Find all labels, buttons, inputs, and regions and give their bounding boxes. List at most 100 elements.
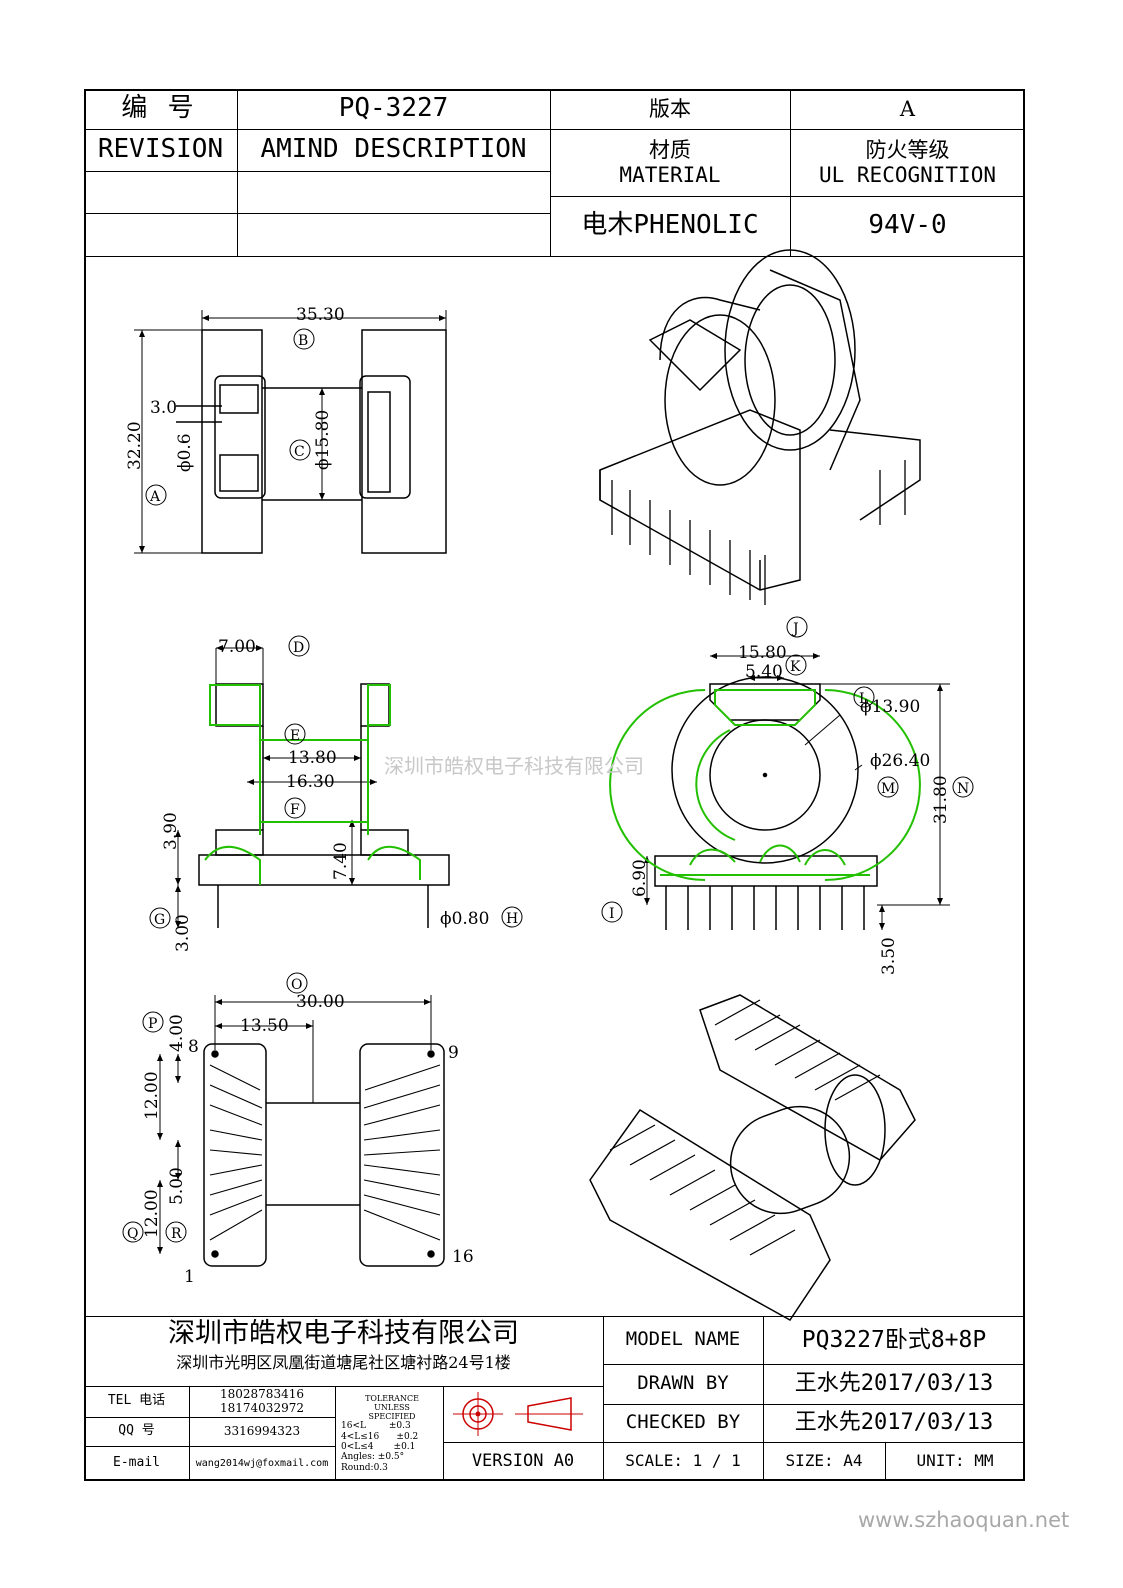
- revision-label: REVISION: [97, 134, 224, 165]
- label-j: J: [791, 621, 799, 637]
- company-name: 深圳市皓权电子科技有限公司: [168, 1318, 519, 1350]
- iso-view-lower: [589, 994, 916, 1321]
- checked-value: 王水先2017/03/13: [794, 1410, 994, 1436]
- label-a: A: [149, 489, 161, 505]
- drawing-frame: [84, 89, 1025, 1481]
- dim-26-40: ϕ26.40: [870, 751, 930, 771]
- label-g: G: [154, 912, 165, 928]
- dim-12-00-bottom: 12.00: [142, 1189, 162, 1238]
- tel-values: 18028783416 18174032972: [189, 1386, 335, 1417]
- front-view-green-overlay: [609, 689, 921, 881]
- dim-3-0: 3.0: [150, 398, 177, 418]
- tolerance-5: Round:0.3: [341, 1462, 388, 1473]
- checked-label: CHECKED BY: [625, 1411, 741, 1434]
- tolerance-1: 16<L ±0.3: [341, 1421, 411, 1432]
- tolerance-4: Angles: ±0.5°: [341, 1452, 405, 1463]
- label-p: P: [148, 1016, 157, 1032]
- side-view-labels: 7.00 13.80 16.30 3.90 3.00 7.40 ϕ0.80 D …: [149, 635, 523, 952]
- tel-2: 18174032972: [220, 1400, 304, 1415]
- dim-pin-0-80: ϕ0.80: [440, 909, 489, 929]
- drawn-value: 王水先2017/03/13: [794, 1371, 994, 1397]
- label-r: R: [171, 1226, 182, 1242]
- dim-6-90: 6.90: [630, 859, 650, 897]
- fire-label: 防火等级 UL RECOGNITION: [790, 129, 1025, 196]
- side-view-green-overlay: [204, 684, 421, 885]
- url-watermark: www.szhaoquan.net: [858, 1508, 1070, 1532]
- email-label: E-mail: [113, 1455, 160, 1471]
- dim-35-30: 35.30: [296, 305, 345, 325]
- dim-3-90: 3.90: [161, 812, 181, 850]
- unit: UNIT: MM: [916, 1451, 994, 1471]
- fire-label-cn: 防火等级: [865, 138, 950, 163]
- size: SIZE: A4: [785, 1451, 863, 1471]
- amind-label: AMIND DESCRIPTION: [260, 134, 527, 165]
- dim-3-00: 3.00: [173, 914, 193, 952]
- dim-7-00: 7.00: [218, 637, 256, 657]
- tel-label: TEL 电话: [107, 1393, 166, 1409]
- label-e: E: [290, 728, 300, 744]
- label-n: N: [957, 781, 969, 797]
- material-value: 电木PHENOLIC: [581, 210, 759, 241]
- code-label: 编 号: [121, 93, 200, 124]
- dim-5-00: 5.00: [167, 1167, 187, 1205]
- label-b: B: [298, 333, 308, 349]
- email-value: wang2014wj@foxmail.com: [195, 1457, 329, 1469]
- dim-core-15-80: ϕ15.80: [313, 410, 333, 470]
- scale: SCALE: 1 / 1: [625, 1451, 741, 1471]
- center-watermark: 深圳市皓权电子科技有限公司: [384, 754, 644, 778]
- dim-pin-0-6: ϕ0.6: [175, 433, 195, 472]
- version-value: A: [899, 96, 916, 121]
- pin-1: 1: [184, 1267, 195, 1287]
- top-view: [134, 310, 447, 554]
- code-value: PQ-3227: [338, 93, 449, 124]
- projection-symbol: [453, 1392, 583, 1436]
- version-a0: VERSION A0: [471, 1450, 575, 1471]
- tolerance-2: 4<L≤16 ±0.2: [341, 1431, 419, 1442]
- dim-13-80: 13.80: [288, 748, 337, 768]
- bottom-view-labels: 30.00 13.50 4.00 12.00 5.00 12.00 8 9 1 …: [122, 972, 474, 1287]
- tel-1: 18028783416: [220, 1386, 304, 1401]
- dim-3-50: 3.50: [879, 937, 899, 975]
- material-label-cn: 材质: [649, 138, 691, 163]
- dim-15-80: 15.80: [738, 643, 787, 663]
- fire-value: 94V-0: [868, 210, 947, 241]
- label-c: C: [294, 444, 305, 460]
- pin-9: 9: [448, 1043, 459, 1063]
- tolerance-3: 0<L≤4 ±0.1: [341, 1442, 416, 1453]
- label-f: F: [290, 802, 300, 818]
- label-i: I: [609, 906, 615, 922]
- bottom-view: [157, 995, 445, 1267]
- material-label: 材质 MATERIAL: [550, 129, 790, 196]
- tolerance-title: TOLERANCE UNLESS SPECIFIED: [365, 1393, 419, 1422]
- dim-4-00: 4.00: [167, 1014, 187, 1052]
- iso-view-upper: [599, 249, 921, 605]
- top-view-labels: 35.30 3.0 32.20 ϕ0.6 ϕ15.80 B C A: [125, 305, 345, 506]
- label-m: M: [881, 781, 895, 797]
- material-label-en: MATERIAL: [619, 162, 721, 187]
- label-k: K: [790, 659, 801, 675]
- version-label: 版本: [649, 96, 691, 121]
- dim-13-90: ϕ13.90: [860, 697, 920, 717]
- qq-label: QQ 号: [118, 1423, 155, 1439]
- dim-13-50: 13.50: [240, 1016, 289, 1036]
- model-label: MODEL NAME: [625, 1328, 741, 1351]
- drawn-label: DRAWN BY: [637, 1372, 729, 1395]
- front-view-labels: 15.80 5.40 ϕ13.90 ϕ26.40 31.80 6.90 3.50…: [601, 616, 974, 975]
- dim-30-00: 30.00: [296, 992, 345, 1012]
- dim-32-20: 32.20: [125, 421, 145, 470]
- dim-5-40: 5.40: [745, 662, 783, 682]
- label-q: Q: [127, 1226, 138, 1242]
- pin-16: 16: [452, 1247, 474, 1267]
- dim-7-40: 7.40: [331, 842, 351, 880]
- qq-value: 3316994323: [223, 1423, 301, 1438]
- company-address: 深圳市光明区凤凰街道塘尾社区塘衬路24号1楼: [176, 1352, 511, 1372]
- tolerance-table: TOLERANCE UNLESS SPECIFIED 16<L ±0.3 4<L…: [335, 1386, 443, 1481]
- model-value: PQ3227卧式8+8P: [801, 1326, 987, 1353]
- dim-12-00-top: 12.00: [142, 1071, 162, 1120]
- dim-31-80: 31.80: [931, 775, 951, 824]
- label-l: L: [859, 691, 868, 707]
- label-h: H: [506, 911, 518, 927]
- pin-8: 8: [188, 1037, 199, 1057]
- label-d: D: [293, 640, 304, 656]
